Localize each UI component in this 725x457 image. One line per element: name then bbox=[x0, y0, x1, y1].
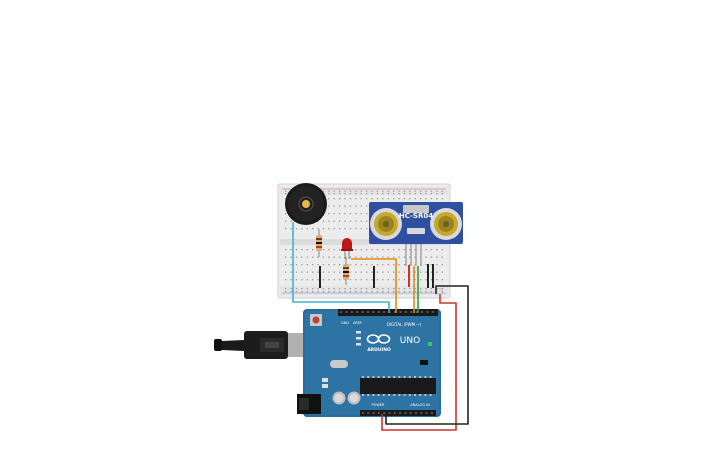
resistor-2[interactable] bbox=[343, 257, 349, 285]
red-led[interactable] bbox=[341, 238, 353, 259]
board-model-label: UNO bbox=[400, 336, 420, 346]
usb-cable[interactable] bbox=[214, 331, 306, 359]
piezo-buzzer[interactable] bbox=[285, 183, 327, 225]
analog-header-label: ANALOG IN bbox=[410, 403, 430, 407]
power-header-label: POWER bbox=[372, 403, 386, 407]
wire-cyan[interactable] bbox=[292, 222, 390, 313]
arduino-uno[interactable]: DIGITAL (PWM ~) GND AREF UNO ARDUINO bbox=[214, 309, 441, 417]
wire-orange-led[interactable] bbox=[351, 258, 397, 313]
wire-black-ground[interactable] bbox=[385, 285, 469, 425]
arduino-logo bbox=[366, 334, 391, 344]
ultrasonic-sensor[interactable]: HC-SR04 bbox=[369, 202, 463, 266]
brand-label: ARDUINO bbox=[367, 347, 391, 353]
wires bbox=[292, 222, 469, 431]
breadboard-jumpers bbox=[319, 264, 434, 288]
digital-header-label: DIGITAL (PWM ~) bbox=[387, 322, 422, 327]
wire-red-power[interactable] bbox=[381, 292, 457, 431]
resistor-1[interactable] bbox=[316, 229, 322, 257]
sensor-model-label: HC-SR04 bbox=[399, 212, 433, 220]
gnd-pin-label: GND bbox=[341, 321, 349, 325]
aref-pin-label: AREF bbox=[353, 321, 362, 325]
